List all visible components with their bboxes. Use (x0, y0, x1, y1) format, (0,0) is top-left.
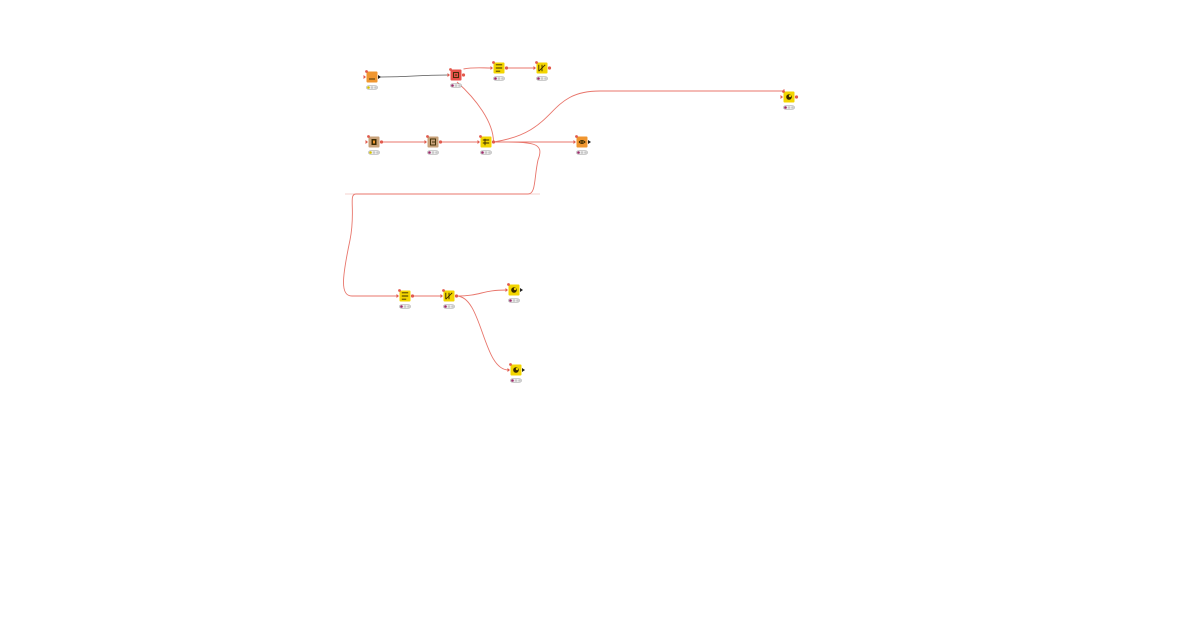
input-port[interactable] (477, 140, 481, 144)
input-port[interactable] (363, 75, 367, 79)
column-filter-icon (445, 292, 453, 300)
groupby-icon (786, 94, 792, 100)
column-filter-icon (538, 64, 546, 72)
node-body[interactable] (480, 136, 492, 148)
input-port[interactable] (490, 66, 494, 70)
flow-variable-port[interactable] (575, 135, 578, 138)
status-indicator (399, 304, 411, 309)
flow-variable-port[interactable] (449, 68, 452, 71)
table-creator-icon (430, 138, 436, 146)
node-n10[interactable] (396, 289, 415, 309)
status-indicator (427, 150, 439, 155)
view-icon (578, 140, 586, 144)
status-indicator (480, 150, 492, 155)
status-indicator (510, 378, 522, 383)
status-indicator (493, 76, 505, 81)
output-port[interactable] (379, 140, 384, 144)
output-port[interactable] (520, 288, 523, 292)
output-port[interactable] (588, 140, 591, 144)
output-port[interactable] (454, 294, 459, 298)
input-port[interactable] (505, 288, 509, 292)
flow-variable-port[interactable] (365, 70, 368, 73)
flow-variable-port[interactable] (479, 135, 482, 138)
nodes-layer (363, 61, 799, 383)
row-filter-icon (495, 64, 503, 72)
output-port[interactable] (794, 95, 799, 99)
node-n6[interactable] (365, 135, 384, 155)
node-n3[interactable] (490, 61, 509, 81)
joiner-icon (482, 138, 490, 146)
node-n5[interactable] (780, 90, 799, 110)
status-indicator (450, 83, 462, 88)
output-port[interactable] (438, 140, 443, 144)
input-port[interactable] (780, 95, 784, 99)
flow-variable-port[interactable] (492, 61, 495, 64)
node-n11[interactable] (440, 289, 459, 309)
node-n9[interactable] (573, 135, 592, 155)
input-port[interactable] (396, 294, 400, 298)
loop-start-icon (453, 72, 459, 78)
flow-variable-port[interactable] (442, 289, 445, 292)
status-indicator (443, 304, 455, 309)
output-port[interactable] (504, 66, 509, 70)
groupby-icon (513, 367, 519, 373)
output-port[interactable] (522, 368, 525, 372)
flow-variable-port[interactable] (426, 135, 429, 138)
status-indicator (508, 298, 520, 303)
row-filter-icon (401, 292, 409, 300)
node-n2[interactable] (447, 68, 466, 88)
flow-variable-port[interactable] (535, 61, 538, 64)
input-port[interactable] (447, 73, 451, 77)
status-indicator (576, 150, 588, 155)
input-port[interactable] (365, 140, 369, 144)
node-n8[interactable] (477, 135, 496, 155)
status-indicator (368, 150, 380, 155)
output-port[interactable] (547, 66, 552, 70)
connection-n8-n2[interactable] (456, 81, 494, 143)
connection-n8-n10[interactable] (343, 141, 541, 297)
flow-variable-port[interactable] (509, 363, 512, 366)
connection-n11-n13[interactable] (456, 295, 509, 371)
node-body[interactable] (366, 71, 378, 83)
status-indicator (366, 85, 378, 90)
flow-variable-port[interactable] (398, 289, 401, 292)
db-reader-icon (371, 139, 377, 145)
node-n7[interactable] (424, 135, 443, 155)
output-port[interactable] (461, 73, 466, 77)
node-n1[interactable] (363, 70, 382, 90)
input-port[interactable] (507, 368, 511, 372)
node-n4[interactable] (533, 61, 552, 81)
node-n12[interactable] (505, 283, 524, 303)
output-port[interactable] (410, 294, 415, 298)
input-port[interactable] (440, 294, 444, 298)
connection-n2-n3[interactable] (463, 67, 492, 70)
status-indicator (783, 105, 795, 110)
flow-variable-port[interactable] (507, 283, 510, 286)
output-port[interactable] (491, 140, 496, 144)
status-indicator (536, 76, 548, 81)
flow-variable-port[interactable] (367, 135, 370, 138)
connections-layer (343, 67, 785, 371)
flow-variable-port[interactable] (782, 90, 785, 93)
output-port[interactable] (378, 75, 381, 79)
connection-n11-n12[interactable] (456, 289, 507, 297)
input-port[interactable] (424, 140, 428, 144)
node-n13[interactable] (507, 363, 526, 383)
input-port[interactable] (573, 140, 577, 144)
connection-n1-n2[interactable] (379, 74, 449, 78)
connection-n8-n5[interactable] (493, 89, 785, 143)
groupby-icon (511, 287, 517, 293)
input-port[interactable] (533, 66, 537, 70)
